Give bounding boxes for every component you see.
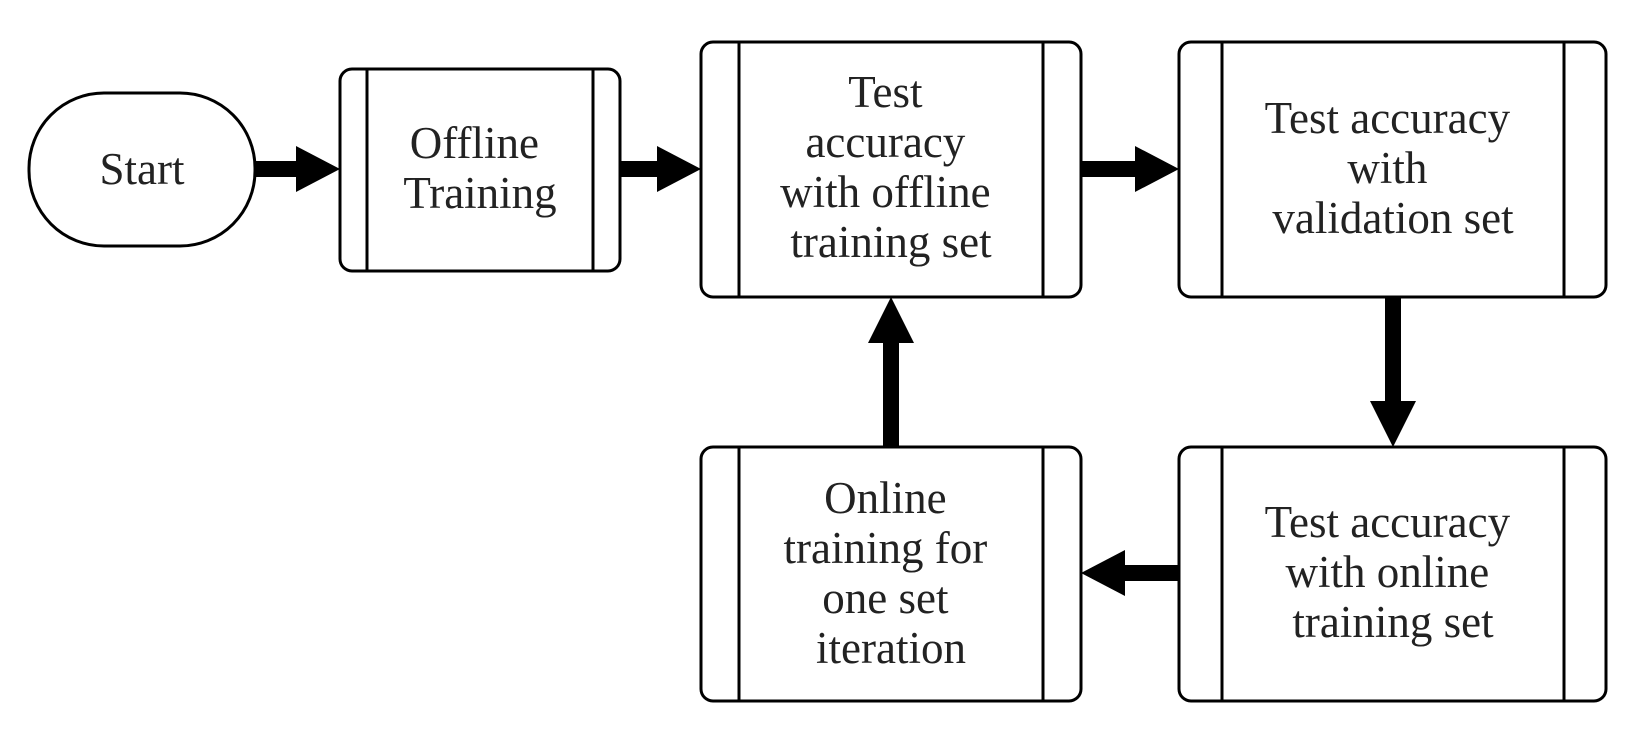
offline-training-box: Offline Training <box>338 67 622 273</box>
test-validation-line-2: with <box>1347 143 1427 193</box>
arrow-test-offline-to-validation-head <box>1135 146 1179 192</box>
test-online-box: Test accuracy with online training set <box>1177 445 1608 703</box>
online-training-line-3: one set <box>822 573 949 623</box>
test-validation-line-3: validation set <box>1272 193 1514 243</box>
arrow-start-to-offline <box>255 146 340 192</box>
online-training-line-1: Online <box>824 473 946 523</box>
arrow-test-online-to-online-training <box>1081 550 1179 596</box>
online-training-box-label: Online training for one set iteration <box>784 473 999 673</box>
test-validation-box-label: Test accuracy with validation set <box>1265 93 1522 243</box>
start-terminal: Start <box>27 91 257 248</box>
arrow-offline-to-test-offline-head <box>657 146 701 192</box>
test-validation-box: Test accuracy with validation set <box>1177 40 1608 299</box>
test-offline-line-1: Test <box>848 67 923 117</box>
offline-training-box-label: Offline Training <box>403 118 556 218</box>
arrow-offline-to-test-offline <box>620 146 701 192</box>
arrow-test-online-to-online-training-head <box>1081 550 1125 596</box>
arrow-online-training-to-test-offline <box>868 297 914 447</box>
arrow-validation-to-test-online-head <box>1370 401 1416 447</box>
online-training-line-4: iteration <box>816 623 966 673</box>
offline-training-line-1: Offline <box>410 118 539 168</box>
test-online-box-label: Test accuracy with online training set <box>1265 497 1522 647</box>
online-training-line-2: training for <box>784 523 988 573</box>
online-training-box: Online training for one set iteration <box>699 445 1083 703</box>
arrow-validation-to-test-online <box>1370 297 1416 447</box>
test-online-line-2: with online <box>1286 547 1490 597</box>
test-offline-line-3: with offline <box>780 167 990 217</box>
test-online-line-1: Test accuracy <box>1265 497 1511 547</box>
test-validation-line-1: Test accuracy <box>1265 93 1511 143</box>
arrow-start-to-offline-head <box>296 146 340 192</box>
offline-training-line-2: Training <box>403 168 556 218</box>
test-offline-line-2: accuracy <box>805 117 965 167</box>
arrow-online-training-to-test-offline-head <box>868 297 914 343</box>
test-offline-line-4: training set <box>790 217 992 267</box>
test-offline-box-label: Test accuracy with offline training set <box>780 67 1002 267</box>
arrow-test-offline-to-validation <box>1081 146 1179 192</box>
test-online-line-3: training set <box>1292 597 1494 647</box>
test-offline-box: Test accuracy with offline training set <box>699 40 1083 299</box>
start-terminal-line: Start <box>100 144 185 194</box>
start-terminal-label: Start <box>100 144 185 194</box>
